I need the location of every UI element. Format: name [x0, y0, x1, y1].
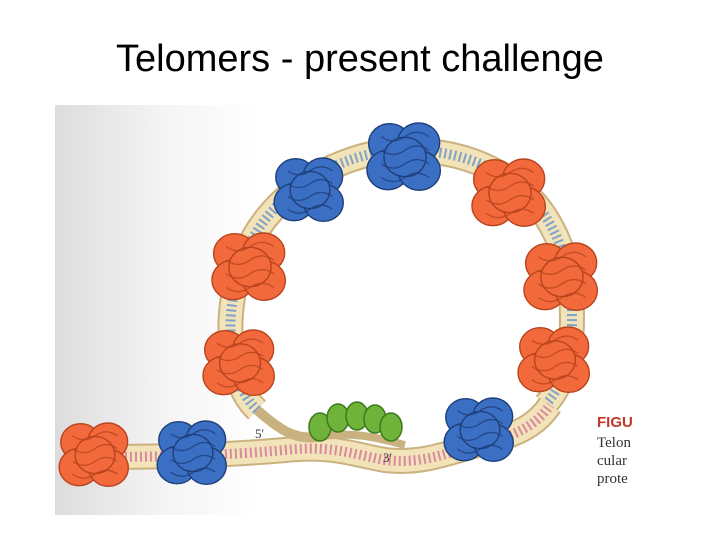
blue-protein-complex: [273, 157, 344, 223]
green-protein-cluster: [308, 401, 403, 442]
t-loop-diagram: 5' 3' FIGU Telon cular prote: [55, 105, 640, 515]
blue-protein-complex: [156, 420, 227, 486]
orange-protein-complex: [523, 242, 599, 312]
green-protein: [379, 412, 403, 442]
orange-protein-complex: [471, 158, 547, 228]
figure-caption: FIGU Telon cular prote: [597, 414, 633, 487]
blue-protein-complex: [366, 122, 442, 192]
caption-line: cular: [597, 453, 627, 469]
blue-protein-complex: [443, 397, 514, 463]
orange-protein-complex: [517, 326, 591, 394]
protein-complexes: [58, 122, 599, 488]
telomere-figure: 5' 3' FIGU Telon cular prote: [55, 105, 640, 515]
five-prime-label: 5': [255, 426, 264, 441]
orange-protein-complex: [211, 232, 287, 302]
three-prime-label: 3': [383, 450, 392, 465]
orange-protein-complex: [202, 329, 276, 397]
orange-protein-complex: [58, 422, 129, 488]
caption-line: Telon: [597, 435, 631, 451]
caption-heading: FIGU: [597, 414, 633, 431]
caption-line: prote: [597, 471, 628, 487]
slide-title: Telomers - present challenge: [116, 38, 604, 80]
